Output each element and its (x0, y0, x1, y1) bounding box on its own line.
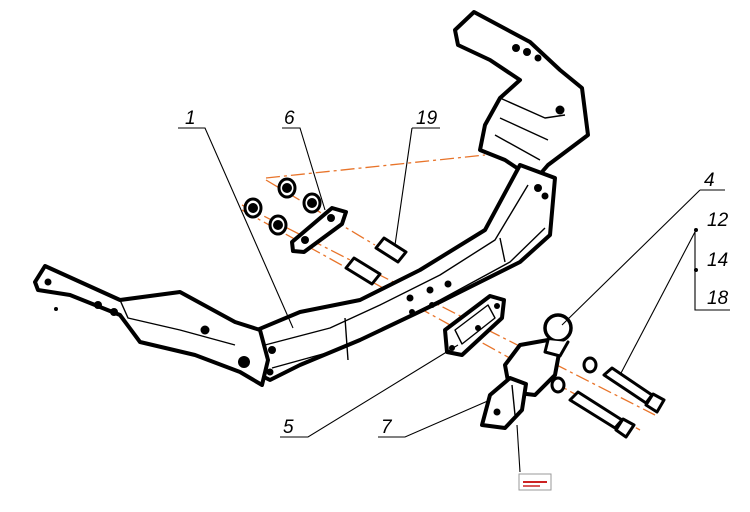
part-stamp (518, 473, 552, 491)
leader-lines (178, 127, 730, 473)
main-cross-beam (243, 163, 557, 382)
callout-12: 12 (707, 210, 729, 231)
hitch-plate-7 (480, 376, 528, 430)
front-mounting-bracket (33, 264, 276, 387)
callout-4: 4 (704, 170, 715, 191)
callout-5: 5 (283, 417, 294, 438)
callout-19: 19 (416, 108, 438, 129)
plate-6 (290, 206, 348, 254)
spacer-tubes (344, 236, 408, 286)
rear-mounting-bracket (453, 10, 590, 182)
plate-5 (443, 294, 506, 357)
callout-6: 6 (284, 108, 295, 129)
callout-14: 14 (707, 250, 728, 271)
bolts (568, 366, 666, 439)
callout-18: 18 (707, 288, 729, 309)
nuts-and-washers (243, 177, 322, 236)
callout-7: 7 (381, 417, 393, 438)
callout-1: 1 (185, 108, 196, 129)
